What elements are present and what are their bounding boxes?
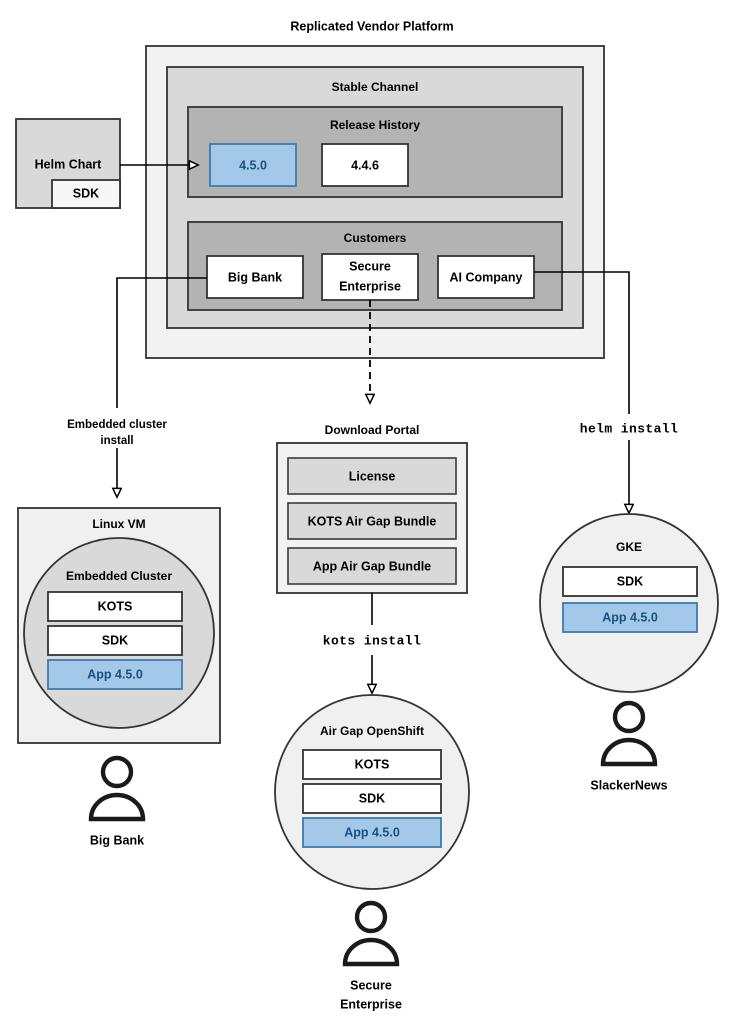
edge-label-embedded-install-line1: Embedded cluster <box>67 419 167 431</box>
customers-label: Customers <box>344 231 407 245</box>
artifact-box-app-air-gap-bundle[interactable] <box>287 547 457 585</box>
release-version-446: 4.4.6 <box>351 158 379 172</box>
component-box-linux-vm-sdk[interactable] <box>47 625 183 656</box>
component-label-openshift-app: App 4.5.0 <box>344 825 400 839</box>
helm-chart-label: Helm Chart <box>35 157 103 171</box>
edge-big-bank-to-linux-vm-upper <box>116 277 207 408</box>
component-label-gke-app: App 4.5.0 <box>602 610 658 624</box>
release-box-450[interactable] <box>209 143 297 187</box>
helm-chart-sdk-label: SDK <box>73 186 99 200</box>
customer-name-secure-enterprise-line1: Secure <box>349 259 391 273</box>
component-box-gke-app[interactable] <box>562 602 698 633</box>
customer-label-big-bank: Big Bank <box>90 833 144 847</box>
customer-label-secure-enterprise-line1: Secure <box>350 978 392 992</box>
component-label-linux-vm-kots: KOTS <box>98 599 133 613</box>
embedded-cluster-title: Embedded Cluster <box>66 569 172 583</box>
component-box-openshift-kots[interactable] <box>302 749 442 780</box>
component-box-linux-vm-app[interactable] <box>47 659 183 690</box>
customer-name-big-bank: Big Bank <box>228 270 282 284</box>
component-label-openshift-sdk: SDK <box>359 791 385 805</box>
component-label-openshift-kots: KOTS <box>355 757 390 771</box>
customer-name-secure-enterprise-line2: Enterprise <box>339 279 401 293</box>
target-gke: GKE SDK App 4.5.0 SlackerNews <box>539 513 719 792</box>
release-box-446[interactable] <box>321 143 409 187</box>
artifact-box-kots-air-gap-bundle[interactable] <box>287 502 457 540</box>
artifact-label-app-air-gap-bundle: App Air Gap Bundle <box>313 559 431 573</box>
release-history-label: Release History <box>330 118 420 132</box>
component-label-linux-vm-app: App 4.5.0 <box>87 667 143 681</box>
customer-label-slackernews: SlackerNews <box>590 778 667 792</box>
customer-label-secure-enterprise-line2: Enterprise <box>340 997 402 1011</box>
edge-label-helm-install: helm install <box>580 421 678 436</box>
person-icon-slackernews <box>600 700 658 767</box>
edge-label-embedded-install-line2: install <box>100 435 133 447</box>
customer-name-ai-company: AI Company <box>450 270 523 284</box>
release-version-450: 4.5.0 <box>239 158 267 172</box>
target-air-gap-openshift: Air Gap OpenShift KOTS SDK App 4.5.0 Sec… <box>274 694 470 1011</box>
download-portal-title: Download Portal <box>325 423 420 437</box>
artifact-label-kots-air-gap-bundle: KOTS Air Gap Bundle <box>308 514 437 528</box>
linux-vm-title: Linux VM <box>92 517 145 531</box>
page-title: Replicated Vendor Platform <box>290 19 453 33</box>
edge-ai-company-to-gke-upper <box>534 271 630 414</box>
gke-title: GKE <box>616 540 642 554</box>
customer-box-big-bank[interactable] <box>206 255 304 299</box>
customer-box-ai-company[interactable] <box>437 255 535 299</box>
component-box-linux-vm-kots[interactable] <box>47 591 183 622</box>
target-linux-vm: Linux VM Embedded Cluster KOTS SDK App 4… <box>17 507 221 847</box>
person-icon-secure-enterprise <box>342 900 400 967</box>
component-box-gke-sdk[interactable] <box>562 566 698 597</box>
component-label-gke-sdk: SDK <box>617 574 643 588</box>
customer-box-secure-enterprise[interactable] <box>321 253 419 301</box>
artifact-label-license: License <box>349 469 396 483</box>
air-gap-openshift-title: Air Gap OpenShift <box>320 724 424 738</box>
component-box-openshift-app[interactable] <box>302 817 442 848</box>
component-label-linux-vm-sdk: SDK <box>102 633 128 647</box>
edge-label-kots-install: kots install <box>323 633 421 648</box>
artifact-box-license[interactable] <box>287 457 457 495</box>
stable-channel-label: Stable Channel <box>332 80 419 94</box>
helm-chart-sdk-box[interactable] <box>51 179 121 209</box>
component-box-openshift-sdk[interactable] <box>302 783 442 814</box>
person-icon-big-bank <box>88 755 146 822</box>
